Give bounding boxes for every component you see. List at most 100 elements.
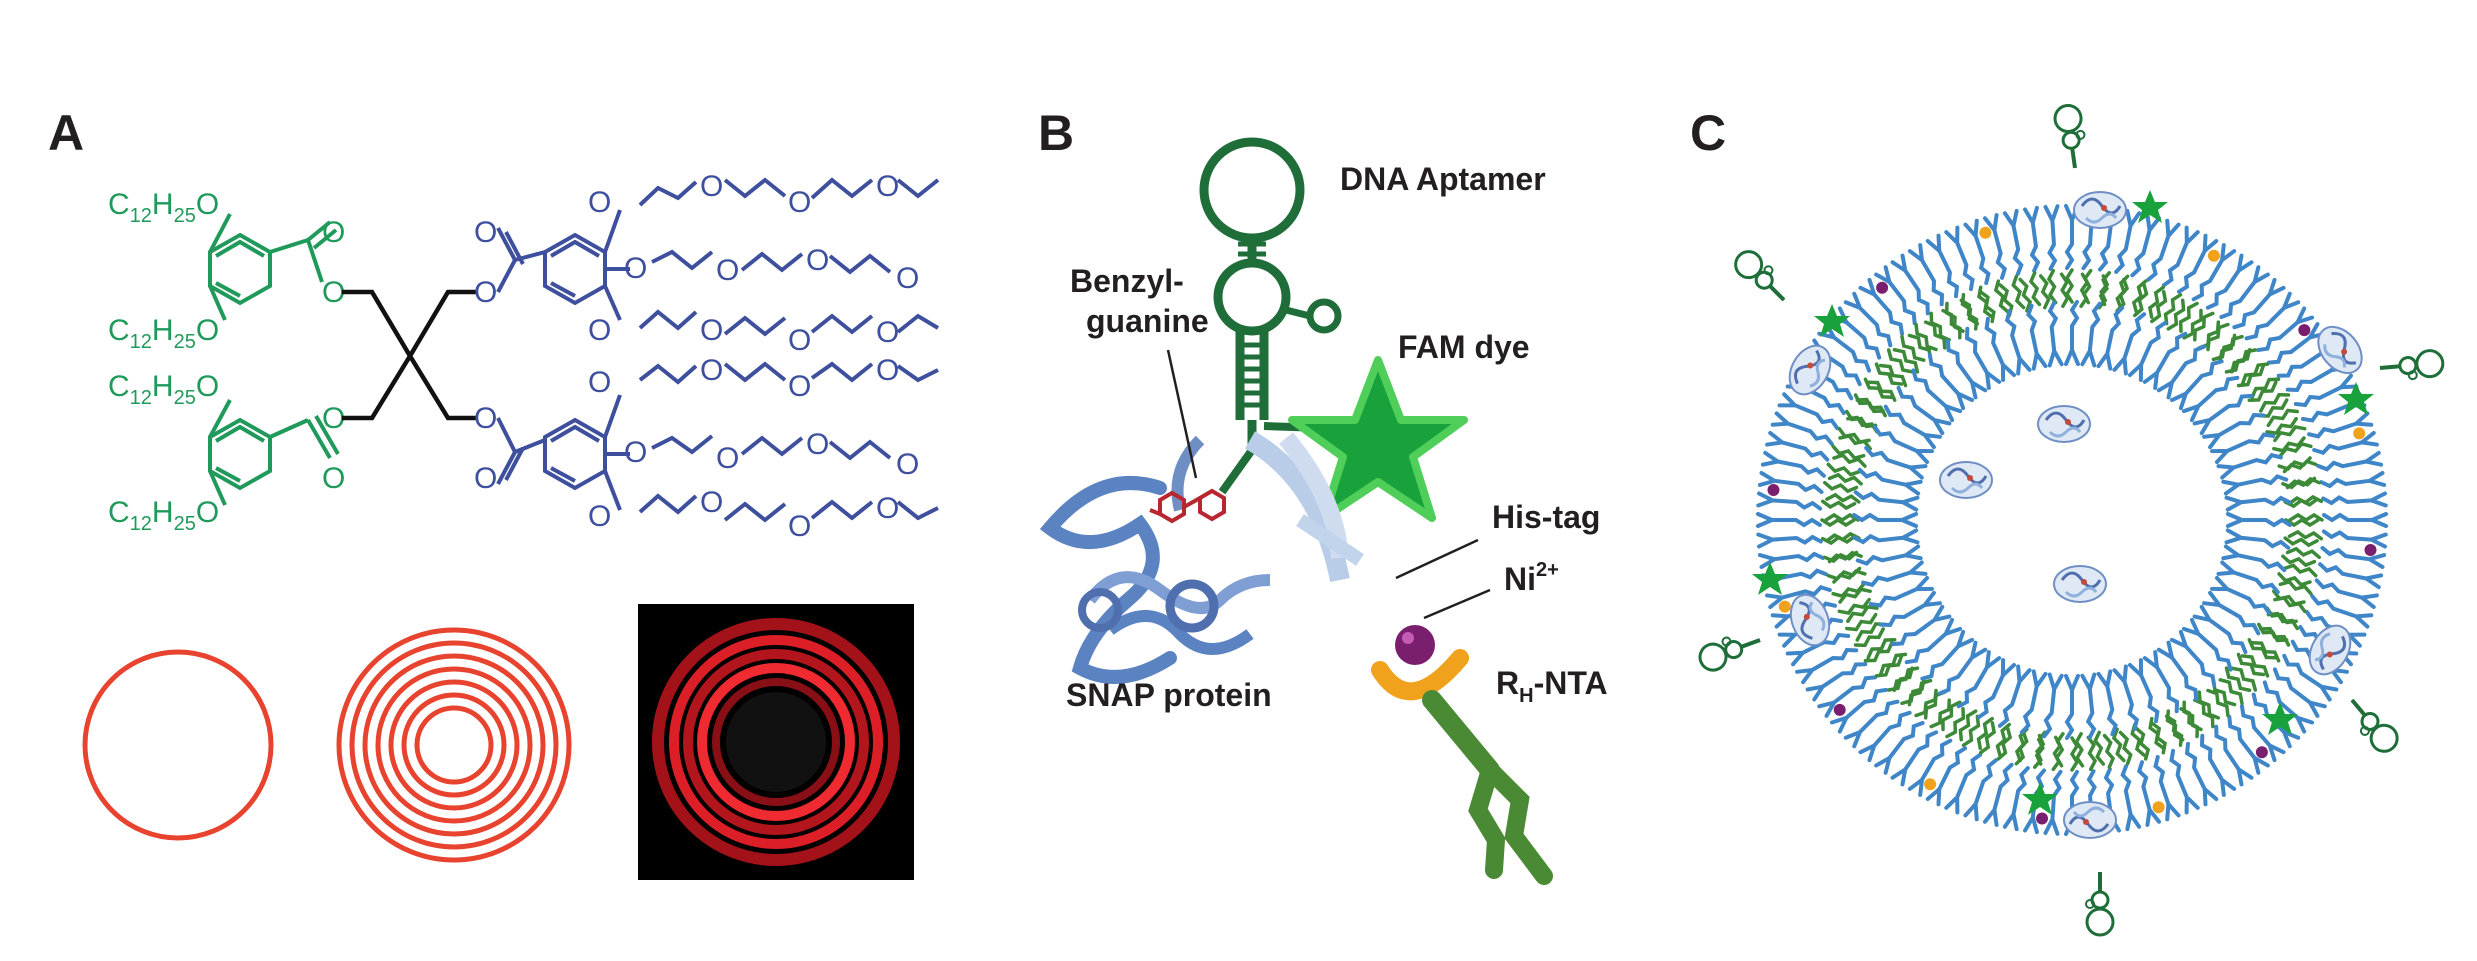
lipid-molecule (1820, 499, 1857, 511)
lipid-molecule (2102, 733, 2116, 769)
lipid-molecule (1892, 607, 1949, 653)
lipid-molecule (1795, 638, 1859, 685)
svg-text:O: O (588, 186, 611, 219)
svg-text:O: O (716, 254, 739, 287)
ester-oxygen-8: O (474, 462, 497, 495)
nta-anchor (1876, 281, 1889, 294)
lipid-molecule (2311, 430, 2379, 463)
nta-anchor (1833, 703, 1846, 716)
lipid-molecule (1855, 544, 1923, 574)
vesicle-cross-section (1756, 204, 2388, 836)
lipid-molecule (2266, 322, 2327, 374)
ester-oxygen-7: O (474, 402, 497, 435)
fluorescence-micrograph (638, 604, 914, 880)
lipid-molecule (2280, 554, 2317, 569)
lipid-molecule (1978, 288, 1999, 324)
lipid-molecule (2159, 340, 2205, 397)
svg-text:O: O (624, 436, 647, 469)
lipid-molecule (2205, 724, 2254, 787)
ester-oxygen-3: O (322, 402, 345, 435)
lipid-molecule (2319, 471, 2387, 496)
nta-anchor (1979, 226, 1992, 239)
hydrophobic-rings (208, 213, 340, 506)
lipid-molecule (2181, 617, 2240, 673)
lipid-molecule (1975, 658, 2017, 724)
svg-text:C12H25O: C12H25O (108, 496, 219, 535)
fam-dye-label: FAM dye (1398, 329, 1530, 365)
lipid-molecule (2018, 303, 2048, 371)
lipid-molecule (1892, 387, 1949, 433)
lipid-molecule (2041, 300, 2064, 368)
lipid-molecule (2218, 714, 2270, 775)
nta-anchor (1767, 484, 1780, 496)
lipid-molecule (1868, 575, 1934, 617)
svg-text:O: O (700, 314, 723, 347)
lipid-molecule (2127, 658, 2169, 724)
lipid-molecule (1978, 721, 1999, 757)
lipid-molecule (1868, 423, 1934, 465)
lipid-molecule (1878, 403, 1942, 450)
ester-oxygen-2: O (322, 276, 345, 309)
lipid-molecule (2210, 423, 2276, 465)
pentaerythritol-core (342, 289, 478, 421)
lipid-molecule (2080, 300, 2103, 368)
lipid-molecule (1852, 512, 1918, 528)
dodecyloxy-label-3: C12H25O (108, 370, 219, 409)
svg-text:O: O (716, 442, 739, 475)
lipid-molecule (2002, 208, 2031, 277)
lipid-molecule (1817, 666, 1878, 718)
benzylguanine-label-line-2: guanine (1086, 303, 1209, 339)
svg-text:O: O (876, 492, 899, 525)
nta-anchor (1924, 778, 1937, 791)
svg-text:O: O (876, 316, 899, 349)
lipid-molecule (2176, 233, 2219, 299)
lipid-molecule (2127, 316, 2169, 382)
lipid-molecule (1852, 489, 1920, 512)
ester-oxygen-1: O (322, 216, 345, 249)
lipid-molecule (1904, 617, 1963, 673)
lipid-molecule (1919, 352, 1975, 411)
lipid-molecule (1904, 367, 1963, 423)
lipid-molecule (2236, 363, 2269, 392)
lipid-molecule (1974, 285, 1995, 321)
ester-oxygen-6: O (474, 276, 497, 309)
snap-protein-label: SNAP protein (1066, 677, 1272, 713)
svg-text:O: O (788, 370, 811, 403)
lipid-molecule (1827, 471, 1864, 486)
ester-oxygen-4: O (322, 462, 345, 495)
lipid-molecule (2145, 283, 2166, 319)
lipid-molecule (1756, 512, 1822, 528)
lipid-molecule (2002, 763, 2031, 832)
nta-anchor (2353, 427, 2366, 440)
nta-anchor (2364, 544, 2377, 556)
lipid-molecule (1756, 491, 1823, 512)
lipid-molecule (2129, 759, 2162, 827)
lipid-molecule (1982, 213, 2015, 281)
lipid-molecule (1874, 265, 1926, 326)
lipid-molecule (2080, 672, 2103, 740)
svg-text:O: O (788, 324, 811, 357)
svg-text:O: O (588, 314, 611, 347)
lipid-molecule (2064, 300, 2080, 366)
nta-anchor (2255, 746, 2268, 759)
peg-oxygens: O O O O O O O O O O O O O O O O O O O O … (588, 170, 919, 543)
lipid-molecule (2285, 545, 2322, 560)
svg-text:O: O (700, 354, 723, 387)
lipid-molecule (2315, 561, 2384, 590)
lipid-molecule (2145, 716, 2166, 752)
nta-anchor (1778, 600, 1791, 613)
svg-text:O: O (700, 170, 723, 203)
svg-text:O: O (700, 486, 723, 519)
lipid-molecule (1919, 629, 1975, 688)
lipid-molecule (2190, 733, 2237, 797)
svg-text:O: O (806, 244, 829, 277)
dodecyloxy-label-4: C12H25O (108, 496, 219, 535)
lipid-molecule (2142, 326, 2189, 390)
lipid-molecule (2195, 607, 2252, 653)
lipid-molecule (1825, 492, 1861, 504)
lipid-molecule (2169, 352, 2225, 411)
svg-text:O: O (788, 186, 811, 219)
lipid-molecule (2282, 561, 2319, 578)
lipid-molecule (2096, 303, 2126, 371)
lipid-molecule (2166, 298, 2189, 333)
